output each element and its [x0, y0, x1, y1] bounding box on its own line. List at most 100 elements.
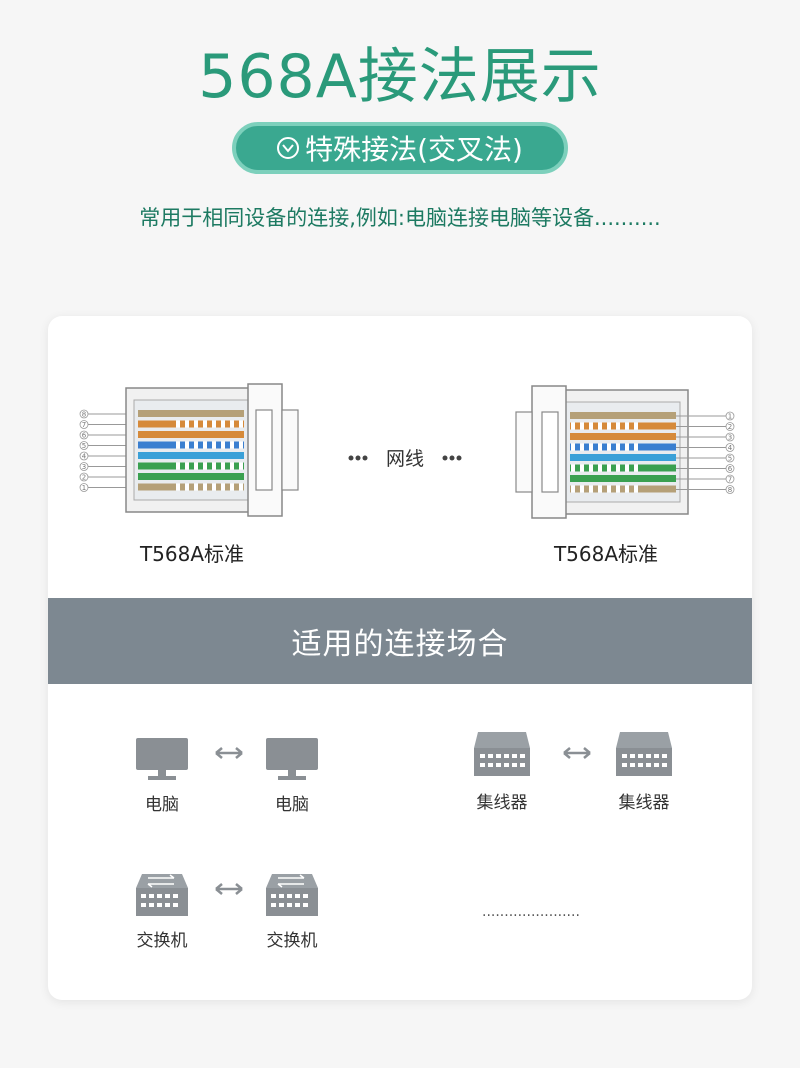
- device-pc-b: 电脑: [252, 736, 332, 815]
- wire: [570, 485, 676, 493]
- pin-number: 7: [728, 476, 732, 484]
- device-label: 电脑: [145, 795, 179, 815]
- wire-stripe: [221, 441, 225, 449]
- wire-stripe: [176, 441, 180, 449]
- wire-stripe: [212, 420, 216, 428]
- pin-marker: [725, 432, 735, 442]
- pin-number: 3: [82, 463, 86, 471]
- wire-stripe: [176, 483, 180, 491]
- wire-stripe: [580, 422, 584, 430]
- wire-stripe: [212, 462, 216, 470]
- wire-stripe: [580, 443, 584, 451]
- wire-stripe: [589, 443, 593, 451]
- cable-label: 网线: [385, 448, 424, 470]
- wire: [138, 441, 244, 449]
- wire-stripe: [616, 464, 620, 472]
- device-label: 交换机: [266, 931, 318, 951]
- wire-stripe: [571, 443, 575, 451]
- pin-number: 6: [82, 432, 87, 440]
- wire-stripe: [176, 420, 180, 428]
- wire-stripe: [607, 422, 611, 430]
- wire-stripe: [230, 483, 234, 491]
- monitor-icon: [136, 738, 188, 780]
- wire-stripe: [616, 422, 620, 430]
- pin-marker: [725, 422, 735, 431]
- pin-marker: [79, 472, 89, 482]
- wire: [570, 454, 676, 461]
- double-arrow-icon: [215, 747, 243, 759]
- device-hub-b: 集线器: [604, 730, 684, 813]
- pin-number: 1: [82, 484, 86, 492]
- wire-stripe: [598, 443, 602, 451]
- wire: [138, 483, 244, 491]
- pin-number: 3: [728, 434, 732, 442]
- wire-stripe: [634, 464, 638, 472]
- wire: [138, 473, 244, 480]
- pin-number: 4: [82, 453, 87, 461]
- wire-stripe: [598, 485, 602, 493]
- wire-stripe: [230, 462, 234, 470]
- wire-stripe: [625, 485, 629, 493]
- pin-number: 6: [728, 465, 733, 473]
- wire-stripe: [221, 420, 225, 428]
- wire-stripe: [634, 485, 638, 493]
- wire-stripe: [580, 464, 584, 472]
- pin-number: 4: [728, 444, 733, 452]
- device-label: 电脑: [275, 795, 309, 815]
- right-standard-caption: T568A标准: [553, 542, 659, 566]
- switch-icon: [266, 874, 318, 916]
- pin-number: 5: [728, 455, 732, 463]
- double-arrow-icon: [563, 747, 591, 759]
- wire-stripe: [607, 464, 611, 472]
- wire: [138, 462, 244, 470]
- wire-stripe: [212, 483, 216, 491]
- wiring-type-badge: 特殊接法(交叉法): [232, 122, 568, 174]
- chevron-down-circle-icon: [277, 137, 300, 159]
- more-devices-ellipsis: ......................: [482, 904, 580, 920]
- wire: [570, 475, 676, 482]
- wire-stripe: [185, 483, 189, 491]
- wire-stripe: [239, 441, 243, 449]
- wire: [138, 420, 244, 428]
- pin-marker: [725, 411, 735, 421]
- switch-icon: [136, 874, 188, 916]
- pin-marker: [725, 453, 735, 463]
- wire-stripe: [230, 420, 234, 428]
- section-title: 适用的连接场合: [48, 598, 752, 684]
- wire-stripe: [607, 485, 611, 493]
- wire-stripe: [625, 464, 629, 472]
- wire: [570, 422, 676, 430]
- pin-marker: [79, 409, 89, 419]
- pin-number: 1: [728, 413, 732, 421]
- wire-stripe: [634, 422, 638, 430]
- double-arrow-icon: [215, 883, 243, 895]
- wire-stripe: [194, 462, 198, 470]
- wire-stripe: [239, 483, 243, 491]
- device-hub-a: 集线器: [462, 730, 542, 813]
- dots-icon: [442, 455, 462, 461]
- pin-number: 2: [728, 423, 732, 431]
- wire-stripe: [185, 441, 189, 449]
- wire-stripe: [194, 420, 198, 428]
- wire-stripe: [221, 462, 225, 470]
- wire-stripe: [203, 462, 207, 470]
- wire: [570, 464, 676, 472]
- wire-stripe: [589, 464, 593, 472]
- badge-label: 特殊接法(交叉法): [305, 133, 523, 166]
- wire-stripe: [185, 462, 189, 470]
- wire-stripe: [203, 483, 207, 491]
- wire-stripe: [616, 485, 620, 493]
- pin-marker: [79, 462, 89, 471]
- dots-icon: [348, 455, 368, 461]
- pin-marker: [79, 451, 89, 461]
- wire-stripe: [598, 464, 602, 472]
- pin-number: 2: [82, 474, 86, 482]
- pin-marker: [79, 420, 89, 429]
- pin-marker: [725, 443, 735, 452]
- pin-marker: [79, 441, 89, 450]
- device-label: 交换机: [136, 931, 188, 951]
- device-switch-b: 交换机: [252, 872, 332, 951]
